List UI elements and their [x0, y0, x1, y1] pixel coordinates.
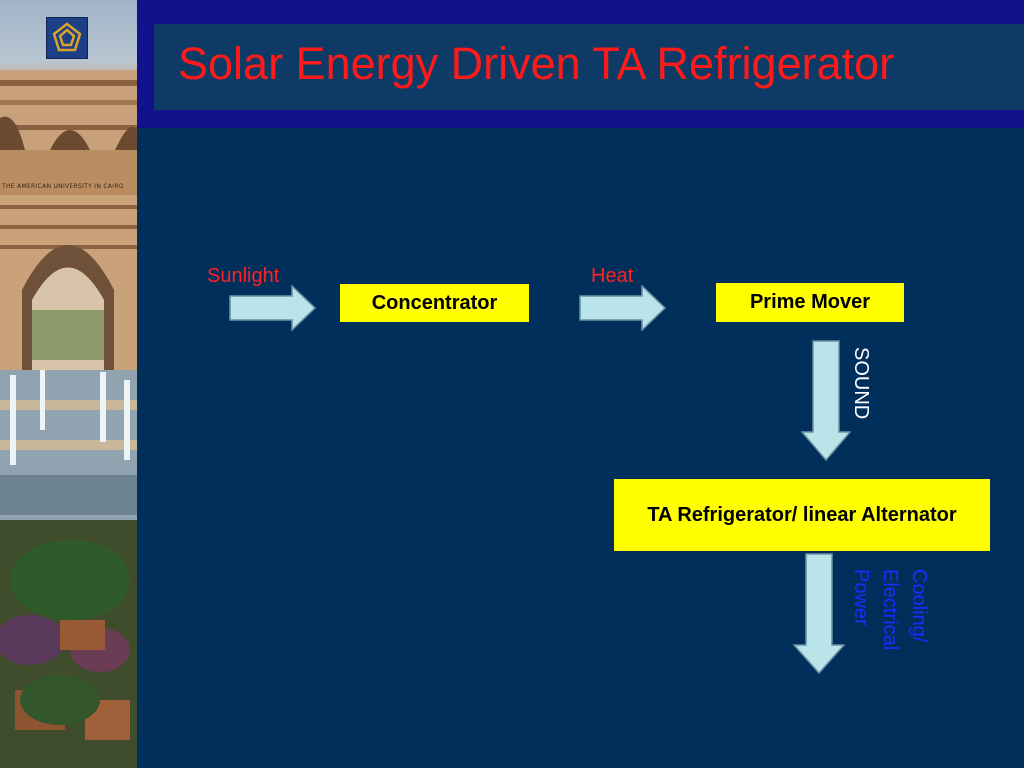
concentrator-text: Concentrator	[371, 291, 498, 314]
sunlight-label: Sunlight	[207, 265, 280, 287]
campus-photo-art	[0, 70, 137, 768]
heat-arrow	[579, 285, 667, 331]
title-panel	[154, 24, 1024, 110]
slide-title: Solar Energy Driven TA Refrigerator	[178, 38, 895, 89]
output-arrow	[793, 553, 845, 675]
sunlight-arrow	[229, 285, 317, 331]
ta-refrigerator-box: TA Refrigerator/ linear Alternator	[614, 479, 990, 551]
photo-caption: THE AMERICAN UNIVERSITY IN CAIRO	[2, 183, 124, 190]
prime-mover-text: Prime Mover	[749, 291, 871, 313]
cooling-power-label: Cooling/ Electrical Power	[850, 569, 930, 651]
sound-arrow	[801, 340, 851, 462]
prime-mover-box: Prime Mover	[716, 283, 904, 322]
sound-label: SOUND	[850, 347, 872, 420]
campus-photo: THE AMERICAN UNIVERSITY IN CAIRO	[0, 0, 137, 768]
concentrator-box: Concentrator	[340, 284, 529, 322]
university-logo	[46, 17, 88, 59]
logo-star-icon	[52, 22, 82, 52]
ta-refrigerator-text: TA Refrigerator/ linear Alternator	[647, 504, 957, 526]
heat-label: Heat	[591, 265, 634, 287]
